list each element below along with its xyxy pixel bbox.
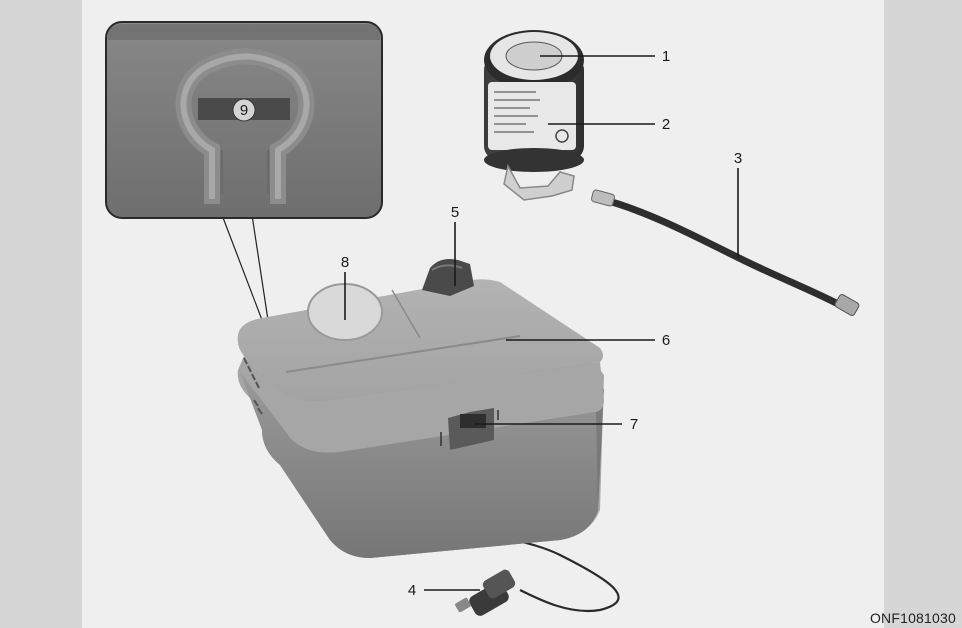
hose-stow-5 <box>422 259 474 296</box>
callout-4: 4 <box>408 582 416 599</box>
power-plug-4 <box>455 569 516 616</box>
callout-leaders <box>344 55 739 591</box>
compressor <box>237 259 620 613</box>
inset-leader-left <box>221 214 263 321</box>
cover-edge-line <box>391 289 421 339</box>
callout-numbers: 1 2 3 4 5 6 7 8 9 <box>232 47 747 599</box>
callout-2: 2 <box>662 116 670 133</box>
callout-5: 5 <box>451 204 459 221</box>
cover-lid-line <box>285 335 521 373</box>
callout-7: 7 <box>630 416 638 433</box>
side-vents <box>243 357 263 415</box>
callout-6: 6 <box>662 332 670 349</box>
inflation-hose-3 <box>590 189 860 316</box>
bottle-valve <box>503 163 575 201</box>
compressor-front-lower <box>240 372 598 558</box>
callout-8: 8 <box>341 254 349 271</box>
callout-3: 3 <box>734 150 742 167</box>
callout-9: 9 <box>240 102 248 119</box>
inset-leader-right <box>251 214 269 321</box>
figure-code: ONF1081030 <box>869 610 956 626</box>
callout-1: 1 <box>662 48 670 65</box>
compressor-front-face <box>237 356 604 453</box>
sealant-bottle <box>484 30 584 201</box>
